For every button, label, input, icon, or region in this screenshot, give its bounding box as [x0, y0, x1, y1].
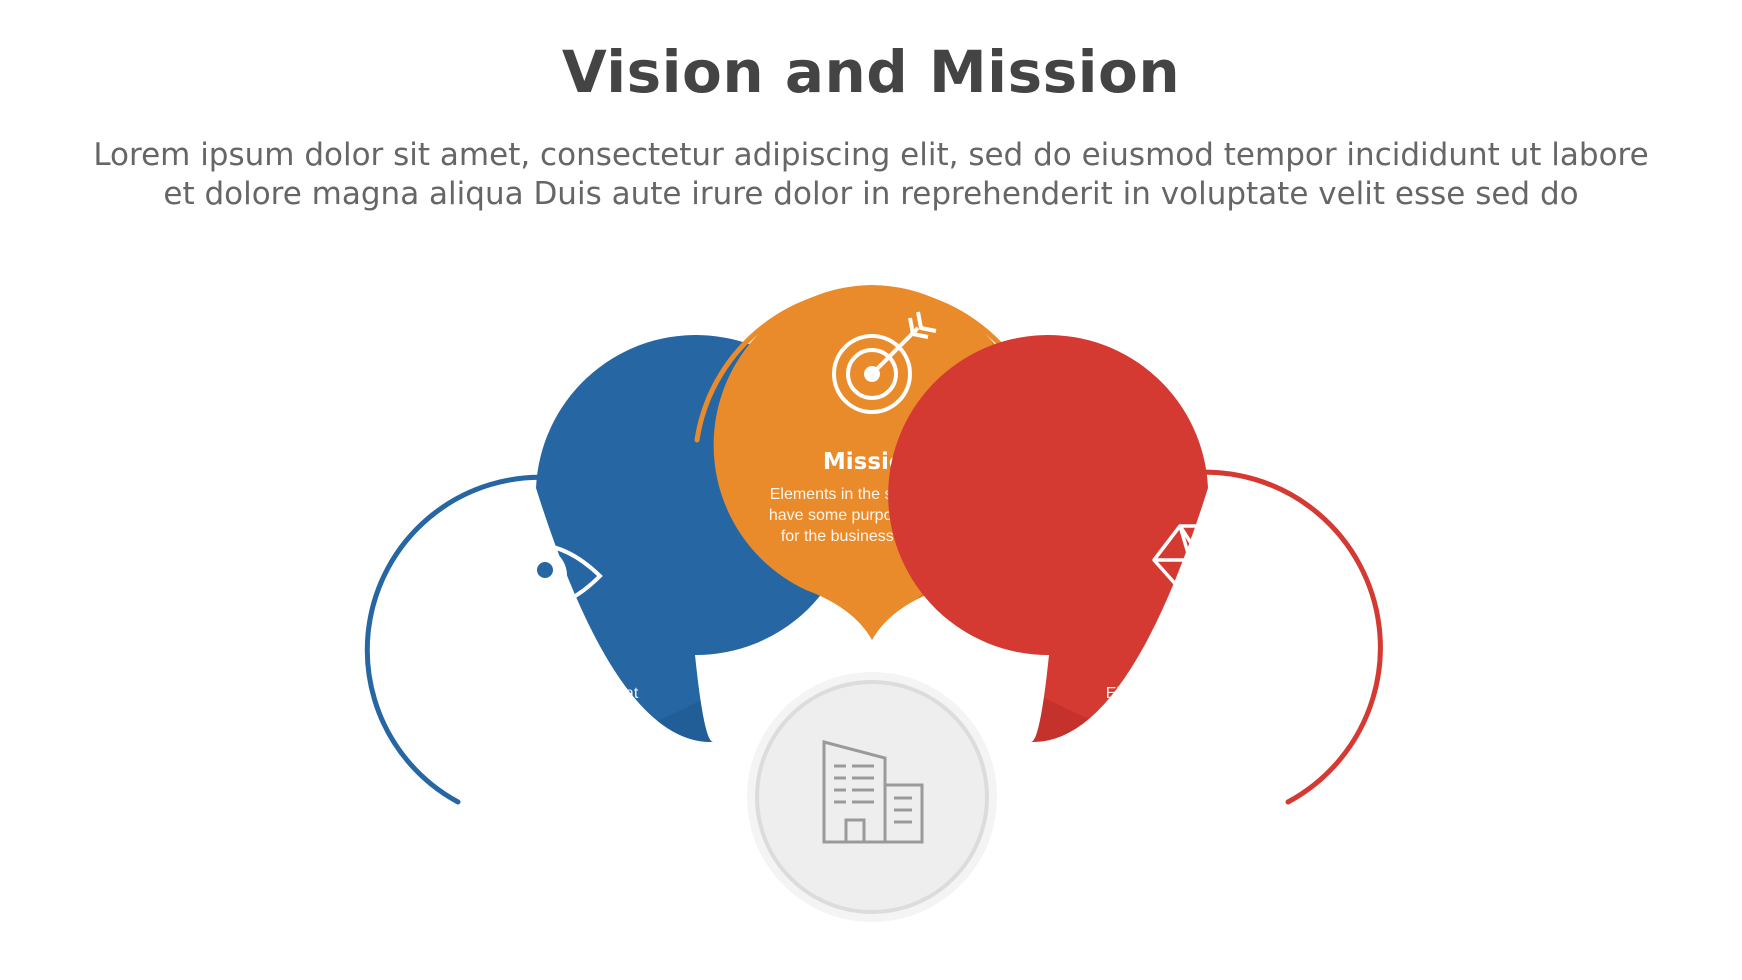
subtitle-line-1: Lorem ipsum dolor sit amet, consectetur … [93, 137, 1649, 173]
center-building-circle [747, 672, 997, 922]
eye-icon [471, 543, 603, 610]
values-desc-line-2: have some purposes & goals [1105, 706, 1311, 723]
target-icon [832, 311, 937, 414]
values-desc-line-1: Elements in the subjects that [1106, 685, 1311, 702]
building-icon [822, 740, 924, 844]
vision-desc-line-1: Elements in the subjects that [434, 685, 639, 702]
subtitle-line-2: et dolore magna aliqua Duis aute irure d… [163, 176, 1579, 212]
values-title: Values [1165, 648, 1251, 674]
vision-desc-line-3: for the business company [445, 727, 627, 744]
vision-title: Vision [496, 648, 575, 674]
values-bubble: Values Elements in the subjects that hav… [888, 335, 1383, 805]
diamond-icon [1152, 524, 1252, 616]
vision-desc-line-2: have some purposes & goals [433, 706, 639, 723]
values-desc-line-3: for the business company [1117, 727, 1299, 744]
page-subtitle: Lorem ipsum dolor sit amet, consectetur … [70, 136, 1672, 214]
page-title: Vision and Mission [561, 38, 1181, 106]
